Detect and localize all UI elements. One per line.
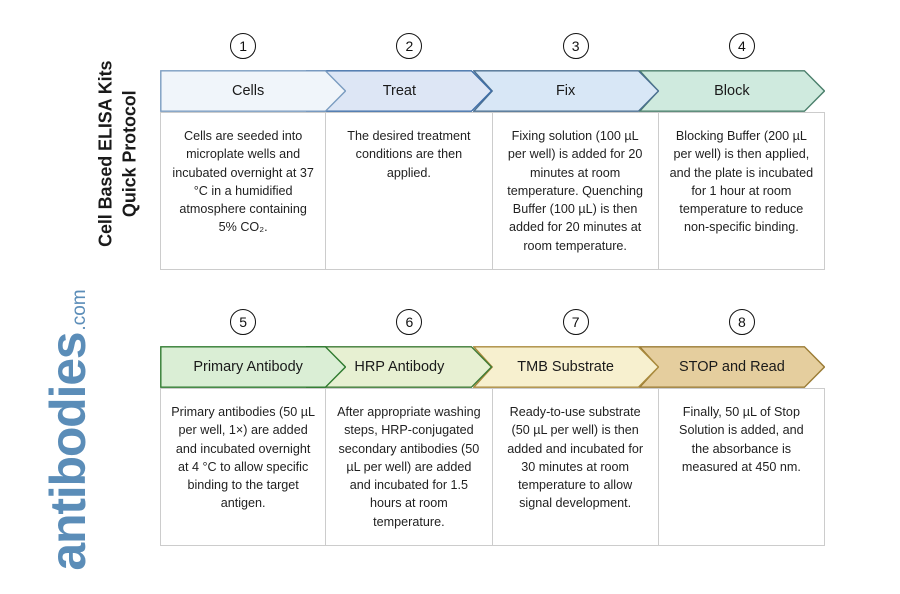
description-box-3: Fixing solution (100 µL per well) is add… <box>492 112 659 270</box>
description-text-4: Blocking Buffer (200 µL per well) is the… <box>669 129 814 235</box>
description-text-7: Ready-to-use substrate (50 µL per well) … <box>507 405 644 511</box>
chevron-step-5[interactable]: Primary Antibody <box>160 346 347 388</box>
antibodies-logo: antibodies .com <box>40 289 103 570</box>
logo-wordmark: antibodies <box>40 332 96 571</box>
step-number-7: 7 <box>562 309 589 335</box>
description-box-5: Primary antibodies (50 µL per well, 1×) … <box>160 388 327 546</box>
chevron-label-3: Fix <box>555 83 576 99</box>
description-box-8: Finally, 50 µL of Stop Solution is added… <box>658 388 825 546</box>
description-text-3: Fixing solution (100 µL per well) is add… <box>507 129 644 253</box>
chevron-step-1[interactable]: Cells <box>160 70 347 112</box>
description-text-6: After appropriate washing steps, HRP-con… <box>337 405 481 529</box>
step-number-8: 8 <box>728 309 755 335</box>
chevron-step-8[interactable]: STOP and Read <box>638 346 825 388</box>
chevron-shape <box>160 70 347 112</box>
description-row: Cells are seeded into microplate wells a… <box>160 112 825 270</box>
description-box-2: The desired treatment conditions are the… <box>326 112 493 270</box>
step-number-3: 3 <box>562 33 589 59</box>
chevron-step-7[interactable]: TMB Substrate <box>472 346 659 388</box>
title-block: Cell Based ELISA Kits Quick Protocol ant… <box>0 0 150 594</box>
chevron-step-4[interactable]: Block <box>638 70 825 112</box>
chevron-label-1: Cells <box>232 83 265 99</box>
description-text-5: Primary antibodies (50 µL per well, 1×) … <box>171 405 315 511</box>
description-text-2: The desired treatment conditions are the… <box>347 129 471 180</box>
chevron-step-3[interactable]: Fix <box>472 70 659 112</box>
page-title: Cell Based ELISA Kits Quick Protocol <box>94 4 142 304</box>
chevron-band: Cells Treat Fix Block <box>160 70 844 112</box>
chevron-label-2: Treat <box>382 83 417 99</box>
description-box-1: Cells are seeded into microplate wells a… <box>160 112 327 270</box>
description-box-7: Ready-to-use substrate (50 µL per well) … <box>492 388 659 546</box>
step-number-1: 1 <box>230 33 257 59</box>
step-number-strip: 5 6 7 8 <box>160 306 825 346</box>
description-text-1: Cells are seeded into microplate wells a… <box>172 129 314 235</box>
chevron-shape <box>160 346 347 388</box>
page-title-line-1: Cell Based ELISA Kits <box>95 60 116 247</box>
description-box-4: Blocking Buffer (200 µL per well) is the… <box>658 112 825 270</box>
description-box-6: After appropriate washing steps, HRP-con… <box>326 388 493 546</box>
step-number-2: 2 <box>396 33 423 59</box>
description-row: Primary antibodies (50 µL per well, 1×) … <box>160 388 825 546</box>
chevron-label-7: TMB Substrate <box>517 359 614 375</box>
logo-tld: .com <box>69 289 90 331</box>
chevron-label-8: STOP and Read <box>678 359 785 375</box>
chevron-label-6: HRP Antibody <box>354 359 445 375</box>
chevron-label-5: Primary Antibody <box>193 359 303 375</box>
step-number-5: 5 <box>230 309 257 335</box>
step-number-4: 4 <box>728 33 755 59</box>
description-text-8: Finally, 50 µL of Stop Solution is added… <box>679 405 804 474</box>
step-number-6: 6 <box>396 309 423 335</box>
chevron-band: Primary Antibody HRP Antibody TMB Substrat… <box>160 346 844 388</box>
step-number-strip: 1 2 3 4 <box>160 30 825 70</box>
page-title-line-2: Quick Protocol <box>119 90 139 218</box>
chevron-label-4: Block <box>714 83 750 99</box>
